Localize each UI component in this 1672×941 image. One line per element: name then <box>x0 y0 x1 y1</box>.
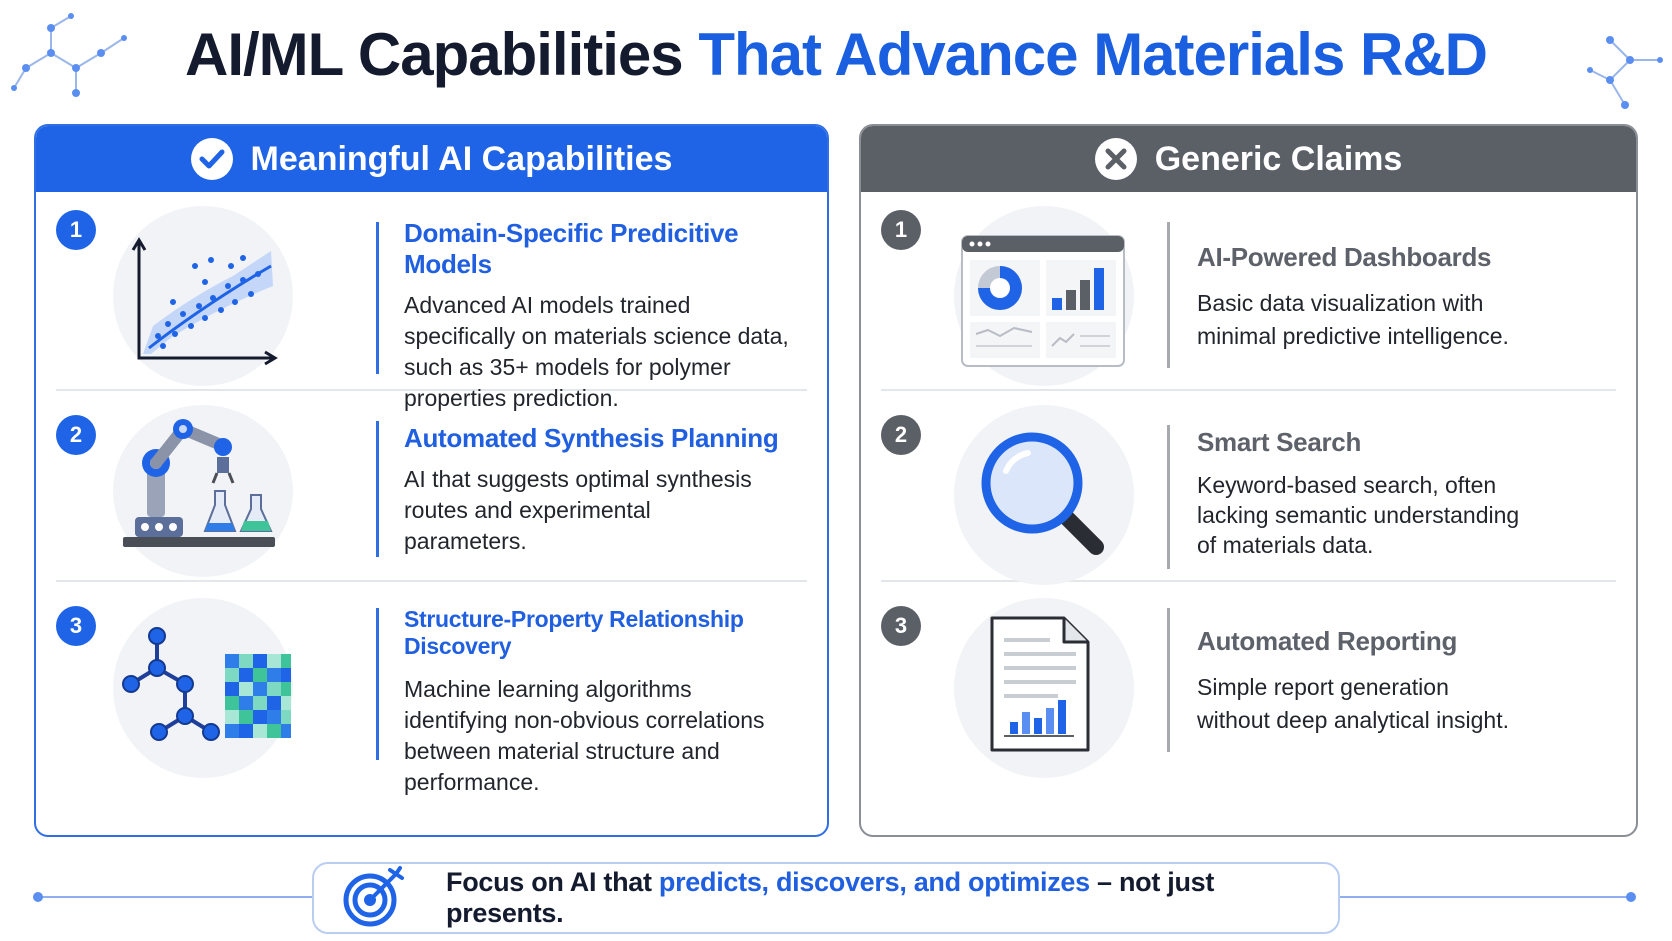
molecule-heatmap-icon <box>113 598 293 778</box>
item-description: Advanced AI models trained specifically … <box>404 290 824 414</box>
item-text: Automated Synthesis Planning AI that sug… <box>404 423 824 557</box>
page-title: AI/ML Capabilities That Advance Material… <box>0 20 1672 89</box>
item-description: Simple report generation without deep an… <box>1197 671 1617 737</box>
description-line: performance. <box>404 769 540 795</box>
item-title: Domain-Specific Predicitive Models <box>404 218 739 279</box>
description-line: Advanced AI models trained <box>404 292 691 318</box>
item-title: Structure-Property Relationship Discover… <box>404 606 744 659</box>
item-divider-line <box>376 222 379 374</box>
item-text: AI-Powered Dashboards Basic data visuali… <box>1197 242 1617 353</box>
footer-line-left <box>38 896 312 898</box>
claim-item: 2 Smart Search Keyword-based search, oft… <box>881 391 1617 585</box>
magnifier-icon <box>954 405 1134 585</box>
item-text: Smart Search Keyword-based search, often… <box>1197 427 1617 560</box>
item-description: Machine learning algorithms identifying … <box>404 674 827 798</box>
title-part-dark: AI/ML Capabilities <box>185 21 684 88</box>
target-icon <box>342 864 406 933</box>
description-line: identifying non-obvious correlations <box>404 707 765 733</box>
item-title: Automated Reporting <box>1197 626 1458 656</box>
capability-item: 3 <box>56 582 807 795</box>
description-line: lacking semantic understanding <box>1197 502 1520 528</box>
footer-text-start: Focus on AI that <box>446 867 659 897</box>
robot-arm-icon <box>113 405 293 577</box>
description-line: such as 35+ models for polymer <box>404 354 731 380</box>
description-line: Keyword-based search, often <box>1197 472 1497 498</box>
description-line: AI that suggests optimal synthesis <box>404 466 752 492</box>
description-line: of materials data. <box>1197 532 1374 558</box>
generic-claims-panel: Generic Claims 1 <box>859 124 1638 837</box>
item-text: Automated Reporting Simple report genera… <box>1197 626 1617 737</box>
item-description: AI that suggests optimal synthesis route… <box>404 464 824 557</box>
item-divider-line <box>1167 608 1170 752</box>
meaningful-capabilities-panel: Meaningful AI Capabilities 1 <box>34 124 829 837</box>
description-line: Basic data visualization with <box>1197 290 1484 316</box>
footer-text-highlight: predicts, discovers, and optimizes <box>658 867 1090 897</box>
item-number-badge: 2 <box>881 415 921 455</box>
item-description: Basic data visualization with minimal pr… <box>1197 287 1617 353</box>
item-text: Structure-Property Relationship Discover… <box>404 606 827 798</box>
scatter-plot-icon <box>113 206 293 386</box>
item-number-badge: 1 <box>56 210 96 250</box>
dashboard-icon <box>954 206 1134 386</box>
meaningful-capabilities-header: Meaningful AI Capabilities <box>36 126 827 192</box>
footer-dot-left <box>33 892 43 902</box>
molecule-decoration-left-icon <box>11 13 127 97</box>
description-line: Machine learning algorithms <box>404 676 692 702</box>
item-divider-line <box>376 421 379 557</box>
report-document-icon <box>954 598 1134 778</box>
description-line: without deep analytical insight. <box>1197 707 1509 733</box>
item-title: Automated Synthesis Planning <box>404 423 779 453</box>
description-line: specifically on materials science data, <box>404 323 789 349</box>
item-divider-line <box>1167 222 1170 368</box>
item-title: AI-Powered Dashboards <box>1197 242 1492 272</box>
panel-header-label: Generic Claims <box>1154 139 1403 178</box>
item-number-badge: 3 <box>56 606 96 646</box>
claim-item: 1 AI-Po <box>881 192 1616 391</box>
capability-item: 1 Domain-Specific Pr <box>56 192 807 411</box>
capability-item: 2 Automated Synthesis Planning <box>56 391 807 582</box>
description-line: between material structure and <box>404 738 720 764</box>
x-circle-icon <box>1094 138 1137 180</box>
generic-claims-header: Generic Claims <box>861 126 1636 192</box>
description-line: parameters. <box>404 528 527 554</box>
description-line: routes and experimental <box>404 497 651 523</box>
item-divider-line <box>1167 425 1170 569</box>
check-circle-icon <box>190 138 233 180</box>
item-number-badge: 3 <box>881 606 921 646</box>
item-divider-line <box>376 608 379 760</box>
description-line: minimal predictive intelligence. <box>1197 323 1509 349</box>
footer-callout: Focus on AI that predicts, discovers, an… <box>312 862 1340 934</box>
claim-item: 3 Automated Reporting Simple report gene <box>881 582 1616 782</box>
molecule-decoration-right-icon <box>1587 36 1663 109</box>
item-description: Keyword-based search, often lacking sema… <box>1197 470 1617 560</box>
item-title: Smart Search <box>1197 427 1362 457</box>
item-number-badge: 2 <box>56 415 96 455</box>
footer-message: Focus on AI that predicts, discovers, an… <box>446 867 1338 929</box>
item-text: Domain-Specific Predicitive Models Advan… <box>404 218 824 414</box>
footer-line-right <box>1340 896 1630 898</box>
footer-text-end: – not just presents. <box>446 867 1215 928</box>
description-line: Simple report generation <box>1197 674 1449 700</box>
footer-dot-right <box>1626 892 1636 902</box>
description-line: properties prediction. <box>404 385 619 411</box>
panel-header-label: Meaningful AI Capabilities <box>250 139 673 178</box>
title-part-accent: That Advance Materials R&D <box>698 21 1488 88</box>
item-number-badge: 1 <box>881 210 921 250</box>
